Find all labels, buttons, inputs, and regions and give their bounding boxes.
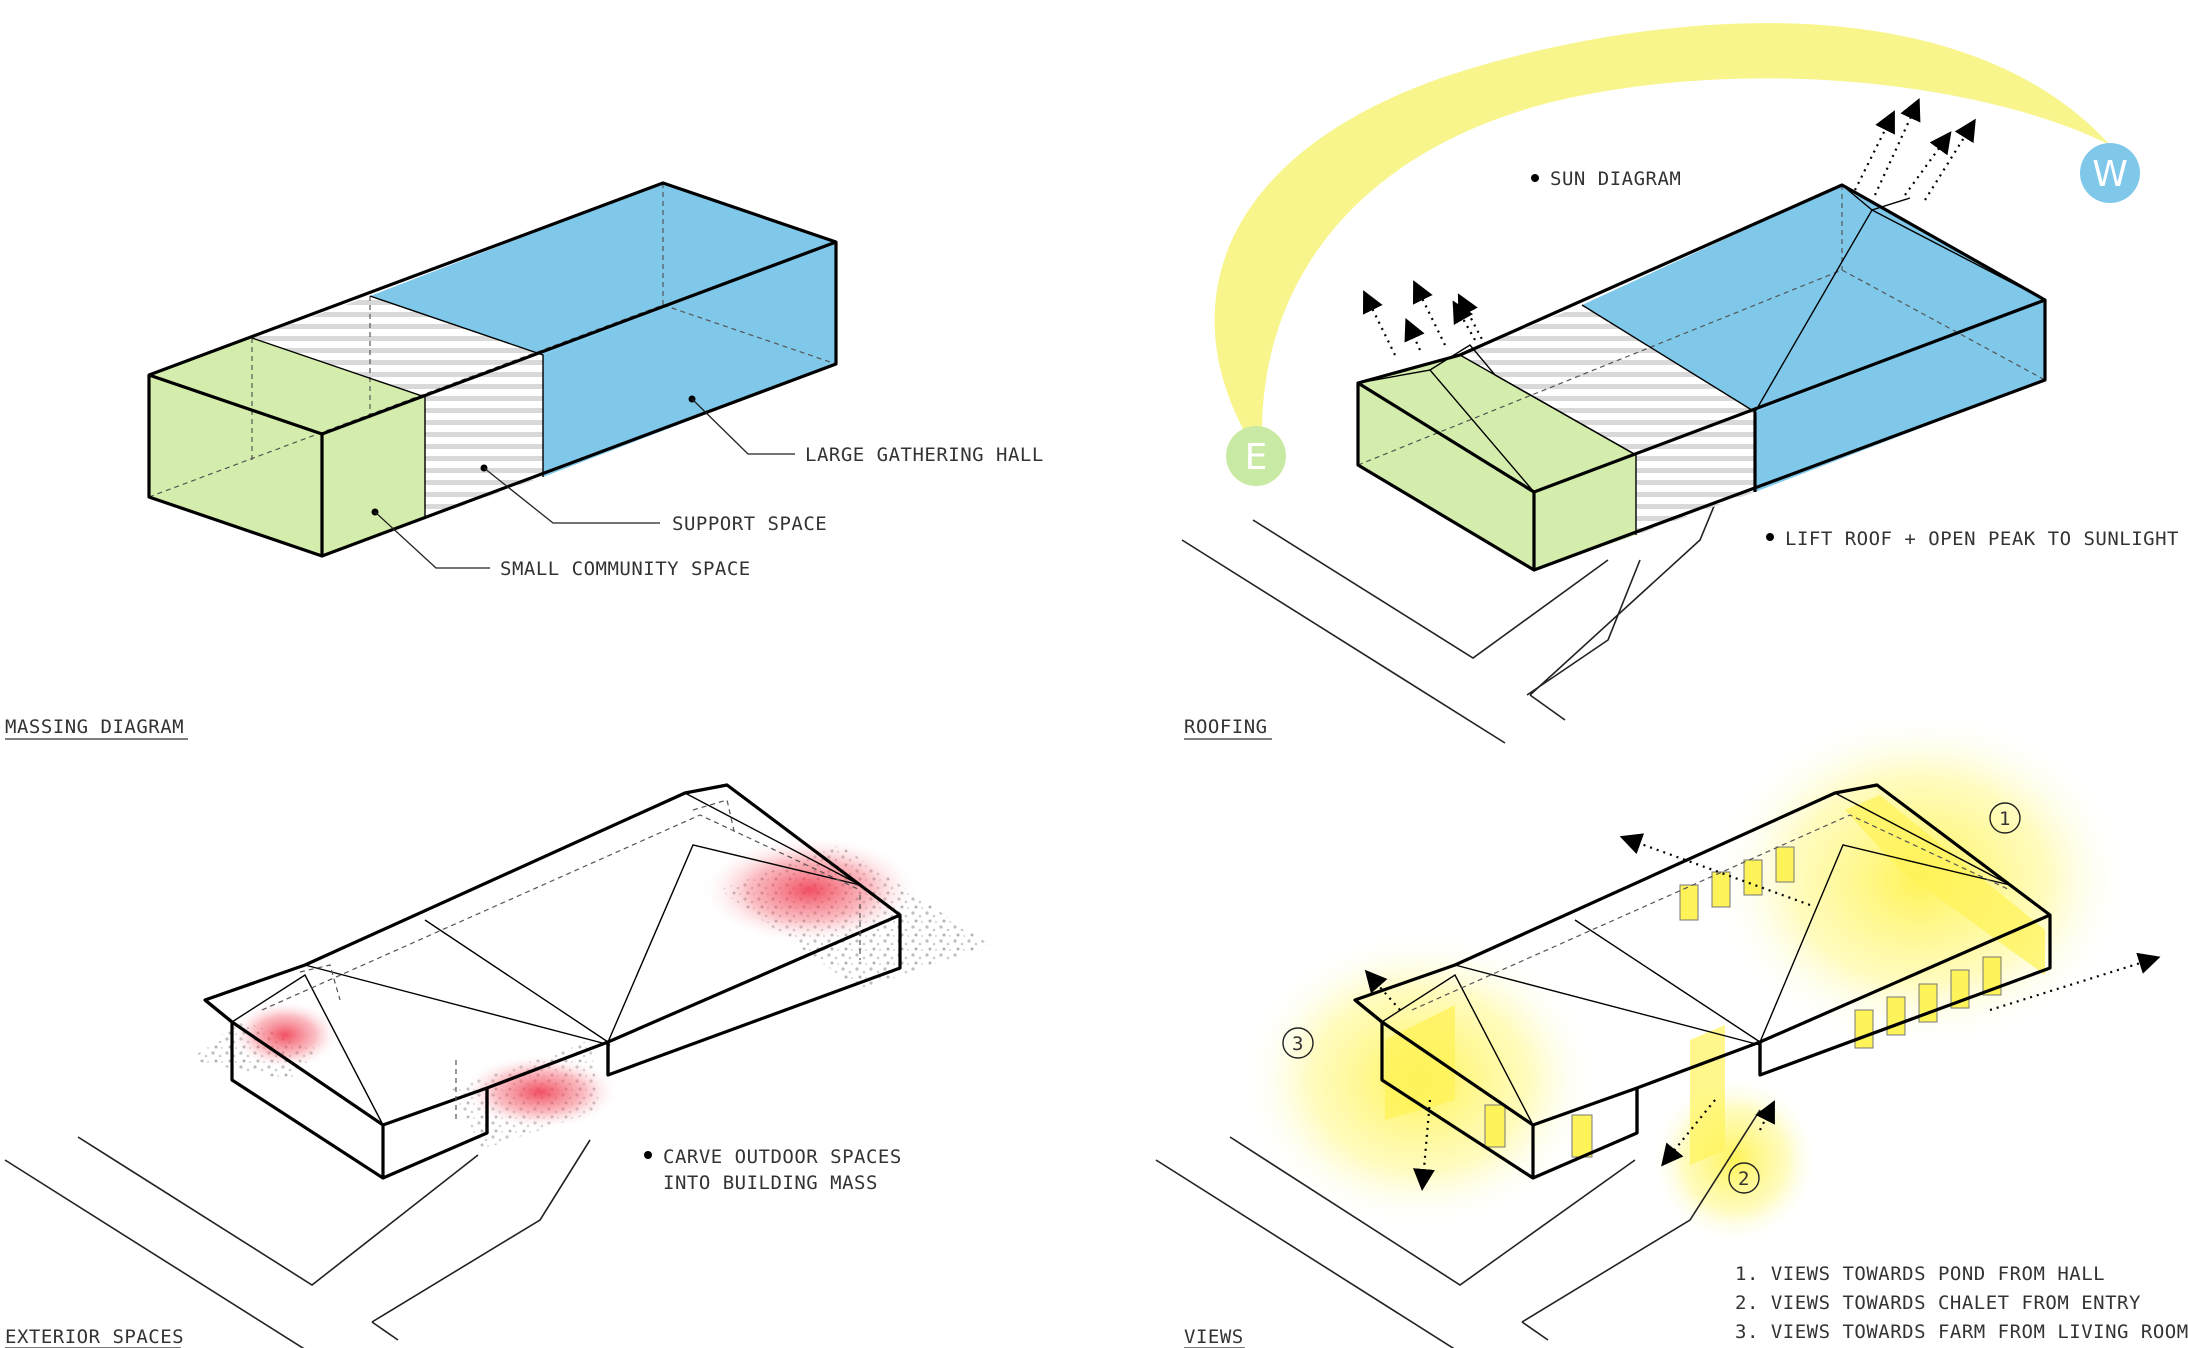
carve-glow-right (700, 835, 920, 945)
label-sun-diagram: SUN DIAGRAM (1550, 168, 1681, 190)
massing-panel: LARGE GATHERING HALL SUPPORT SPACE SMALL… (5, 181, 1044, 740)
label-carve-line1: CARVE OUTDOOR SPACES (663, 1146, 902, 1168)
roof-support-side (1636, 412, 1755, 535)
label-carve-line2: INTO BUILDING MASS (663, 1172, 878, 1194)
roofing-panel: E W (1181, 23, 2179, 744)
view-glow-2 (1650, 1075, 1820, 1245)
label-large-gathering-hall: LARGE GATHERING HALL (805, 444, 1044, 466)
roof-hall-top (1582, 185, 2045, 412)
east-letter: E (1245, 437, 1268, 478)
views-panel: 1 2 3 1. VIEWS TOWARDS POND FROM HALL 2.… (1155, 710, 2188, 1348)
views-legend-2: 2. VIEWS TOWARDS CHALET FROM ENTRY (1735, 1292, 2141, 1314)
views-legend-3: 3. VIEWS TOWARDS FARM FROM LIVING ROOM (1735, 1321, 2188, 1343)
label-small-community-space: SMALL COMMUNITY SPACE (500, 558, 751, 580)
hall-top (370, 183, 836, 355)
west-letter: W (2092, 154, 2128, 195)
sun-arc (1214, 23, 2110, 438)
label-support-space: SUPPORT SPACE (672, 513, 827, 535)
green-top (149, 338, 425, 434)
roof-hall-side (1755, 300, 2045, 492)
east-badge (1226, 426, 1286, 486)
panel-title-roofing: ROOFING (1184, 716, 1268, 738)
support-top (252, 296, 543, 397)
roof-green-front (1358, 383, 1534, 570)
view-marker-1: 1 (1999, 808, 2011, 830)
carve-glow-entry (460, 1054, 620, 1130)
carve-glow-left (230, 1000, 340, 1070)
panel-title-exterior: EXTERIOR SPACES (5, 1326, 184, 1348)
support-side (425, 355, 543, 519)
view-marker-3: 3 (1292, 1033, 1304, 1055)
panel-title-views: VIEWS (1184, 1326, 1244, 1348)
panel-title-massing: MASSING DIAGRAM (5, 716, 184, 738)
label-lift-roof: LIFT ROOF + OPEN PEAK TO SUNLIGHT (1785, 528, 2179, 550)
exterior-panel: CARVE OUTDOOR SPACES INTO BUILDING MASS … (4, 783, 990, 1348)
roof-support-top (1460, 305, 1755, 455)
hall-side (543, 242, 836, 477)
west-badge (2080, 143, 2140, 203)
roof-green-top (1358, 355, 1636, 492)
views-legend-1: 1. VIEWS TOWARDS POND FROM HALL (1735, 1263, 2105, 1285)
view-marker-2: 2 (1738, 1168, 1750, 1190)
green-side (322, 397, 425, 556)
